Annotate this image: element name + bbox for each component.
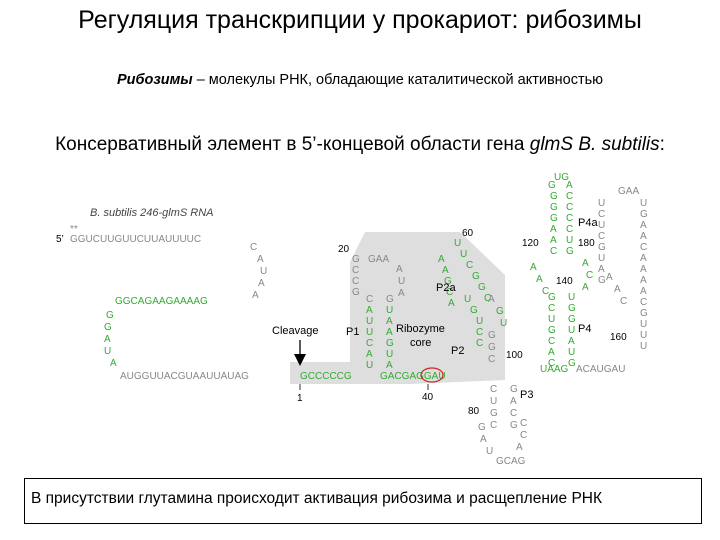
helix-label-p4a: P4a [578, 217, 598, 229]
rna-title: B. subtilis 246-glmS RNA [90, 207, 214, 219]
seq-loop-u1: U [260, 266, 267, 277]
sequence-left-upper: GGCAGAAGAAAAG [115, 296, 208, 307]
footer-box: В присутствии глутамина происходит актив… [24, 478, 702, 524]
helix-label-p2: P2 [451, 345, 464, 357]
seq-left-g1: G [106, 310, 114, 321]
helix-label-p2a: P2a [436, 282, 456, 294]
sequence-left-bottom: AUGGUUACGUAAUUAUAG [120, 371, 249, 382]
position-140: 140 [556, 276, 573, 287]
seq-left-u1: U [104, 346, 111, 357]
position-40: 40 [422, 392, 434, 403]
footer-text: В присутствии глутамина происходит актив… [31, 490, 603, 507]
seq-loop-a3: A [252, 290, 259, 301]
seq-left-a1: A [104, 334, 111, 345]
p4a-loop: UG [554, 172, 569, 183]
position-180: 180 [578, 238, 595, 249]
conserved-suffix: : [659, 134, 665, 155]
seq-loop-a2: A [258, 278, 265, 289]
stars-mark: ** [70, 224, 78, 235]
right-loop-inner: A AC [606, 272, 627, 307]
seq-loop-c1: C [250, 242, 257, 253]
p1-loop-top: GAA [368, 254, 389, 265]
core-label-line2: core [410, 337, 431, 349]
conserved-element-caption: Консервативный элемент в 5’-концевой обл… [0, 134, 720, 156]
position-160: 160 [610, 332, 627, 343]
seq-left-g2: G [104, 322, 112, 333]
cleavage-label: Cleavage [272, 325, 318, 337]
sequence-top-strand: GGUCUUGUUCUUAUUUUC [70, 234, 201, 245]
active-site-highlight [420, 367, 444, 383]
ribozyme-core-region [290, 232, 505, 384]
page-title: Регуляция транскрипции у прокариот: рибо… [78, 6, 642, 34]
sequence-p1-gc: GCCCCCG [300, 371, 352, 382]
helix-label-p1: P1 [346, 326, 359, 338]
ribozyme-definition: Рибозимы – молекулы РНК, обладающие ката… [0, 72, 720, 88]
position-1: 1 [297, 393, 303, 404]
position-60: 60 [462, 228, 474, 239]
sequence-p2-bottom: GACGAGGAU [380, 371, 446, 382]
ribozyme-definition-text: – молекулы РНК, обладающие каталитическо… [192, 72, 604, 88]
ribozyme-term: Рибозимы [116, 72, 193, 88]
position-120: 120 [522, 238, 539, 249]
p4-bulge: A AC [530, 262, 549, 297]
position-100: 100 [506, 350, 523, 361]
cleavage-arrow-head [294, 354, 306, 366]
p4-bottom-right: ACAUGAU [576, 364, 625, 375]
gene-name: glmS B. subtilis [529, 134, 660, 155]
position-80: 80 [468, 406, 480, 417]
helix-label-p4: P4 [578, 323, 591, 335]
right-loop-top: GAA [618, 186, 639, 197]
five-prime-label: 5’ [56, 234, 64, 245]
seq-loop-a1: A [257, 254, 264, 265]
p4-bottom: UAAG [540, 364, 569, 375]
helix-label-p3: P3 [520, 389, 533, 401]
core-label-line1: Ribozyme [396, 323, 445, 335]
seq-left-a2: A [110, 358, 117, 369]
position-20: 20 [338, 244, 350, 255]
conserved-prefix: Консервативный элемент в 5’-концевой обл… [55, 134, 530, 155]
